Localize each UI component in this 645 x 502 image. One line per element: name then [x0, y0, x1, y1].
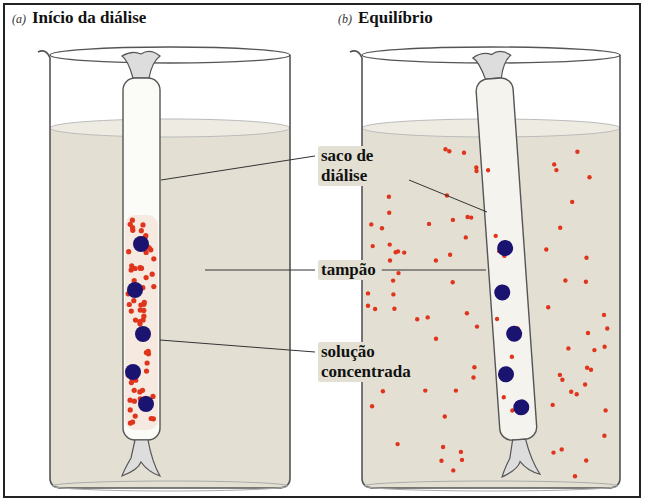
beaker-left	[38, 47, 290, 491]
panel-tag: (b)	[338, 12, 352, 27]
panel-heading: Equilíbrio	[358, 8, 433, 28]
callout-label: solução concentrada	[318, 342, 429, 382]
leader-line	[409, 180, 487, 212]
panel-heading: Início da diálise	[32, 8, 146, 28]
panel-tag: (a)	[12, 12, 26, 27]
bag-right	[472, 51, 540, 477]
callout-label: tampão	[318, 260, 379, 280]
leader-line	[160, 340, 315, 352]
beaker-right	[350, 47, 620, 491]
leader-line	[382, 270, 486, 271]
frame	[4, 4, 640, 497]
leader-line	[161, 156, 315, 180]
leader-line	[205, 270, 315, 271]
bag-left	[122, 51, 160, 476]
callout-label: saco de diálise	[318, 146, 406, 186]
